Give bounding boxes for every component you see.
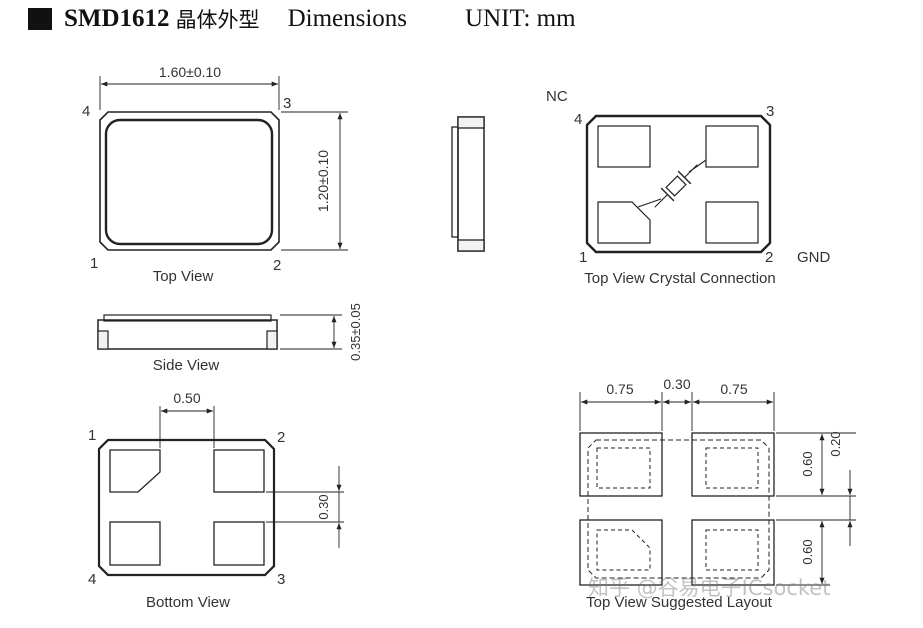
crystal-pin-1: 1 bbox=[579, 249, 587, 266]
layout-pad-width-left-label: 0.75 bbox=[606, 381, 633, 397]
top-view-pin-4: 4 bbox=[82, 103, 90, 120]
layout-pad-height-bottom-label: 0.60 bbox=[800, 539, 815, 564]
crystal-symbol-icon bbox=[654, 164, 698, 208]
side-view-package bbox=[97, 319, 278, 350]
top-view bbox=[99, 76, 348, 251]
top-view-height-label: 1.20±0.10 bbox=[315, 150, 331, 212]
bottom-view-caption: Bottom View bbox=[146, 594, 230, 611]
layout-pad-tr bbox=[691, 432, 775, 497]
crystal-pad-3 bbox=[705, 125, 759, 168]
crystal-pin-4: 4 bbox=[574, 111, 582, 128]
side-view bbox=[97, 314, 342, 350]
bottom-pad-1 bbox=[109, 449, 161, 493]
crystal-pad-4 bbox=[597, 125, 651, 168]
crystal-connection-view bbox=[585, 114, 772, 254]
bottom-view-pin-1: 1 bbox=[88, 427, 96, 444]
header-title: SMD1612 bbox=[64, 5, 170, 32]
layout-pad-width-right-label: 0.75 bbox=[720, 381, 747, 397]
top-view-pin-1: 1 bbox=[90, 255, 98, 272]
top-view-pin-3: 3 bbox=[283, 95, 291, 112]
profile-body bbox=[457, 116, 485, 252]
crystal-pad-2 bbox=[705, 201, 759, 244]
crystal-gnd-label: GND bbox=[797, 249, 831, 266]
bottom-view-package bbox=[97, 438, 276, 577]
bottom-pad-4 bbox=[109, 521, 161, 566]
top-view-caption: Top View bbox=[153, 268, 214, 285]
bottom-view-pin-3: 3 bbox=[277, 571, 285, 588]
bottom-view-pin-4: 4 bbox=[88, 571, 96, 588]
suggested-layout-caption: Top View Suggested Layout bbox=[586, 594, 773, 611]
layout-gap-width-label: 0.30 bbox=[663, 376, 690, 392]
layout-gap-height-label: 0.20 bbox=[828, 431, 843, 456]
layout-pad-br bbox=[691, 519, 775, 586]
bottom-pad-3 bbox=[213, 521, 265, 566]
header-unit: UNIT: mm bbox=[465, 5, 576, 32]
bottom-gap-x-label: 0.50 bbox=[173, 390, 200, 406]
side-view-caption: Side View bbox=[153, 357, 220, 374]
crystal-pin-3: 3 bbox=[766, 103, 774, 120]
profile-lid bbox=[451, 126, 459, 238]
layout-pad-tl bbox=[579, 432, 663, 497]
crystal-connection-package bbox=[585, 114, 772, 254]
layout-package-outline bbox=[587, 439, 770, 579]
top-view-outer-package bbox=[99, 111, 280, 251]
bottom-pad-2 bbox=[213, 449, 265, 493]
layout-pad-height-top-label: 0.60 bbox=[800, 451, 815, 476]
top-view-lid bbox=[104, 118, 274, 246]
header: SMD1612 晶体外型 Dimensions UNIT: mm bbox=[28, 2, 576, 36]
profile-view bbox=[451, 116, 485, 252]
bottom-view-pin-2: 2 bbox=[277, 429, 285, 446]
watermark: 知乎 @谷易电子ICsocket bbox=[588, 576, 831, 600]
black-square-icon bbox=[28, 8, 52, 30]
crystal-connection-caption: Top View Crystal Connection bbox=[584, 270, 775, 287]
crystal-pad-1 bbox=[597, 201, 651, 244]
header-title-cn: 晶体外型 bbox=[175, 8, 260, 32]
side-view-thickness-label: 0.35±0.05 bbox=[348, 303, 363, 361]
crystal-nc-label: NC bbox=[546, 88, 568, 105]
bottom-view bbox=[97, 406, 344, 577]
bottom-gap-y-label: 0.30 bbox=[316, 494, 331, 519]
suggested-layout-view bbox=[579, 392, 856, 586]
crystal-pin-2: 2 bbox=[765, 249, 773, 266]
top-view-pin-2: 2 bbox=[273, 257, 281, 274]
top-view-width-label: 1.60±0.10 bbox=[159, 64, 221, 80]
layout-pad-bl bbox=[579, 519, 663, 586]
header-dimensions: Dimensions bbox=[287, 5, 408, 32]
